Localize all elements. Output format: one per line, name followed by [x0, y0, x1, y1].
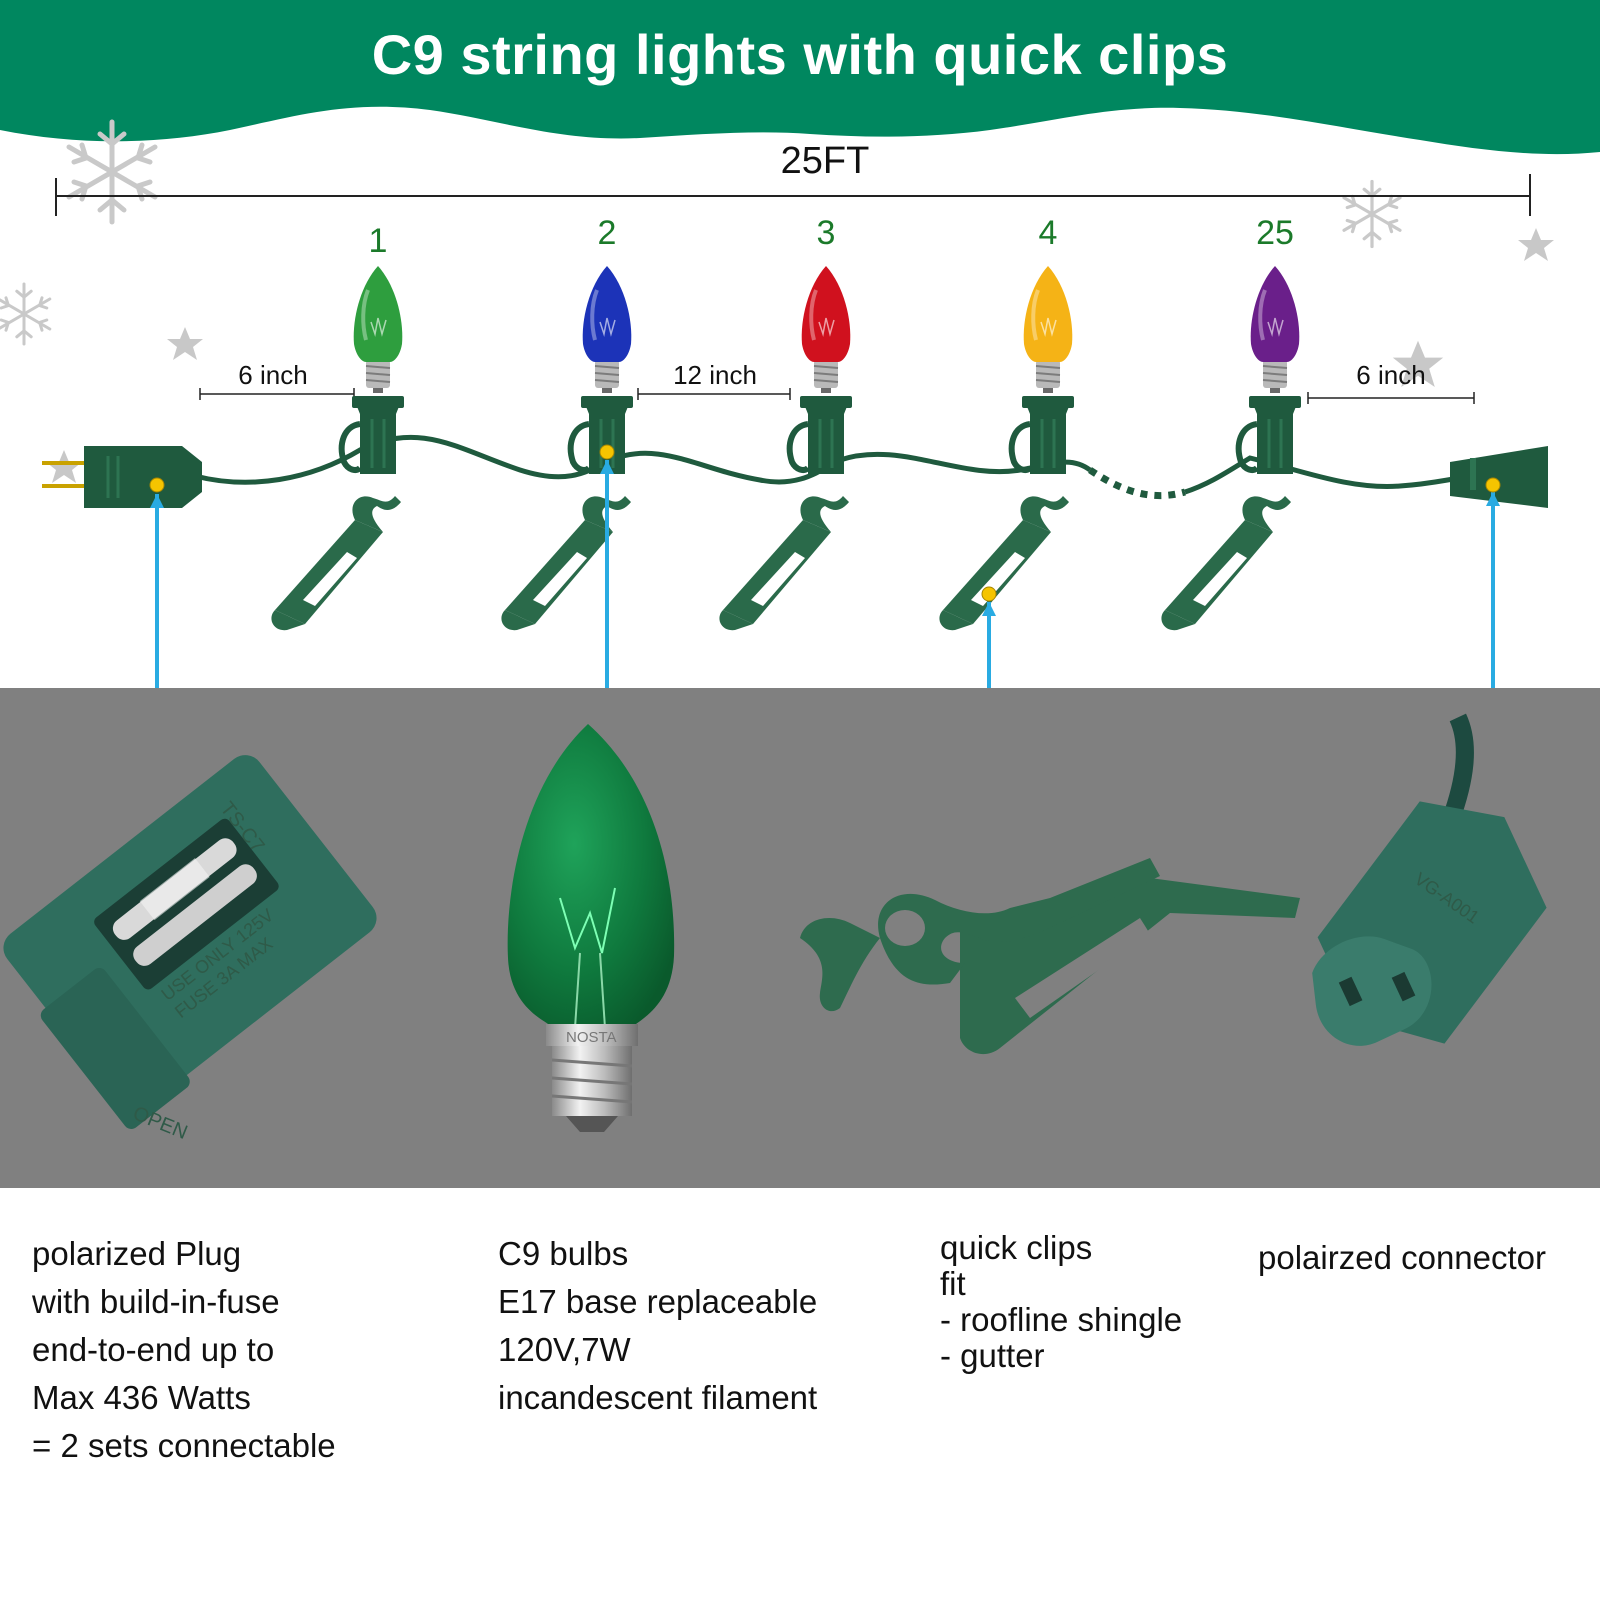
clip-description-line: - gutter [940, 1337, 1045, 1374]
bulb-glass [582, 266, 632, 362]
bulb-number-label: 4 [1038, 214, 1058, 252]
callout-marker [981, 586, 997, 602]
bulb-glass [353, 266, 403, 362]
bulb-description-line: E17 base replaceable [498, 1283, 818, 1320]
quick-clip [719, 496, 849, 631]
bulb-closeup: NOSTA [507, 724, 675, 1132]
spacing-label-lead-in: 6 inch [238, 360, 308, 390]
callout-arrow-icon [982, 602, 996, 616]
wire [194, 434, 1092, 485]
star-icon [1518, 228, 1554, 261]
wire [1184, 455, 1461, 495]
bulb-socket [1239, 396, 1301, 474]
connector-description: polairzed connector [1258, 1234, 1546, 1282]
bulb-highlight [1031, 289, 1040, 341]
callout-marker [599, 444, 615, 460]
plug-imprint-open: OPEN [130, 1102, 191, 1144]
bulb-base-imprint: NOSTA [566, 1029, 617, 1046]
bulb-3 [790, 266, 852, 474]
bulb-filament [818, 317, 835, 337]
clip-closeup [800, 858, 1300, 1055]
bulb-1 [342, 266, 404, 474]
bulb-base [594, 359, 620, 394]
bulb-glass [1250, 266, 1300, 362]
bulb-description-line: C9 bulbs [498, 1235, 629, 1272]
plug-description-line: polarized Plug [32, 1235, 242, 1272]
bulb-highlight [590, 289, 599, 341]
plug-description-line: = 2 sets connectable [32, 1427, 336, 1464]
bulb-2 [571, 266, 633, 474]
clip-description-line: quick clips [940, 1229, 1093, 1266]
bulb-number-label: 3 [816, 214, 836, 252]
bulb-highlight [361, 289, 370, 341]
bulb-filament [1267, 317, 1284, 337]
end-connector [1450, 446, 1548, 508]
bulb-highlight [809, 289, 818, 341]
bulb-number-label: 25 [1256, 214, 1294, 252]
bulb-base [365, 359, 391, 394]
clip-description: quick clips fit - roofline shingle - gut… [940, 1230, 1182, 1374]
string-diagram [0, 0, 1554, 690]
bulb-socket [1012, 396, 1074, 474]
plug-closeup: TS-C7 USE ONLY 125V FUSE 3A MAX OPEN [3, 755, 377, 1144]
star-icon [46, 450, 82, 483]
callout-arrow-icon [600, 460, 614, 474]
callout-marker [1485, 477, 1501, 493]
bulb-glass [1023, 266, 1073, 362]
bulb-base [813, 359, 839, 394]
quick-clip [1161, 496, 1291, 631]
plug-description: polarized Plug with build-in-fuse end-to… [32, 1230, 336, 1470]
bulb-description-line: 120V,7W [498, 1331, 631, 1368]
bulb-description-line: incandescent filament [498, 1379, 818, 1416]
total-length-label: 25FT [780, 140, 870, 182]
bulb-highlight [1258, 289, 1267, 341]
bulb-socket [342, 396, 404, 474]
spacing-label-between: 12 inch [673, 360, 757, 390]
page-title: C9 string lights with quick clips [371, 23, 1229, 86]
bulb-base [1262, 359, 1288, 394]
total-length-dimension [55, 174, 1531, 216]
spacing-dimension-lead-out [1307, 392, 1475, 404]
quick-clip [501, 496, 631, 631]
bulb-socket [571, 396, 633, 474]
clip-description-line: fit [940, 1265, 966, 1302]
callout-marker [149, 477, 165, 493]
bulb-base [1035, 359, 1061, 394]
bulb-25 [1239, 266, 1301, 474]
detail-photos: TS-C7 USE ONLY 125V FUSE 3A MAX OPEN NOS… [3, 713, 1547, 1144]
bulb-filament [370, 317, 387, 337]
connector-description-line: polairzed connector [1258, 1239, 1547, 1276]
callout-arrow-icon [150, 494, 164, 508]
connector-closeup: VG-A001 [1312, 713, 1547, 1046]
bulb-socket [790, 396, 852, 474]
snowflake-icon [69, 122, 155, 222]
bulb-glass [801, 266, 851, 362]
plug-description-line: end-to-end up to [32, 1331, 275, 1368]
snowflake-icon [1342, 179, 1402, 249]
wire-gap [1088, 467, 1186, 500]
snowflake-icon [0, 282, 52, 346]
plug [42, 446, 202, 508]
bulb-description: C9 bulbs E17 base replaceable 120V,7W in… [498, 1230, 817, 1422]
star-icon [167, 327, 203, 360]
callout-arrow-icon [1486, 492, 1500, 506]
bulb-number-label: 2 [597, 214, 617, 252]
plug-description-line: Max 436 Watts [32, 1379, 251, 1416]
quick-clip [939, 496, 1069, 631]
spacing-label-lead-out: 6 inch [1356, 360, 1426, 390]
plug-description-line: with build-in-fuse [32, 1283, 280, 1320]
spacing-dimension-between [637, 388, 791, 400]
quick-clip [271, 496, 401, 631]
clip-description-line: - roofline shingle [940, 1301, 1183, 1338]
bulb-number-label: 1 [368, 222, 388, 260]
bulb-filament [599, 317, 616, 337]
bulb-4 [1012, 266, 1074, 474]
header-banner [0, 0, 1600, 155]
bulb-filament [1040, 317, 1057, 337]
